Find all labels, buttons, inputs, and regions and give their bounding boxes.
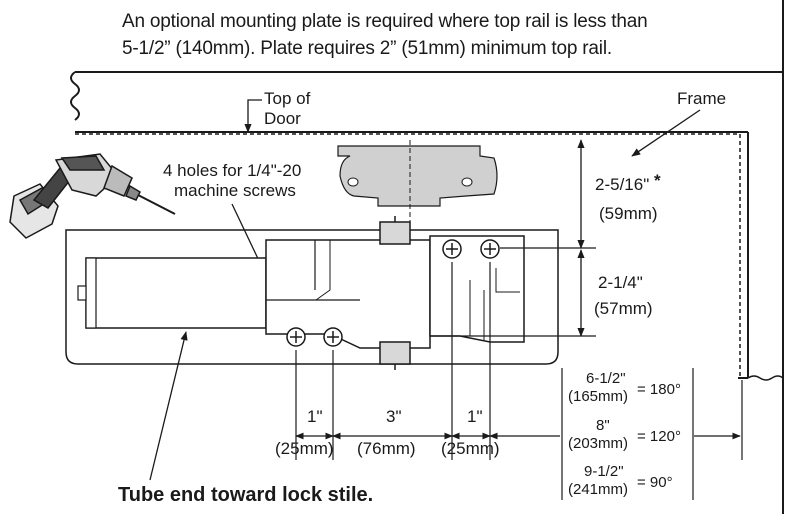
angle-1-deg: = 180°	[637, 381, 681, 398]
caption-leader	[149, 331, 188, 481]
instruction-line-2: 5-1/2” (140mm). Plate requires 2” (51mm)…	[122, 38, 612, 59]
dim-h1-mm: (25mm)	[275, 439, 334, 458]
dim-h2-mm: (76mm)	[357, 439, 416, 458]
frame-callout: Frame	[631, 89, 726, 157]
dim-bottom-label-mm: (57mm)	[594, 299, 653, 318]
frame-label: Frame	[677, 89, 726, 108]
top-of-door-label-2: Door	[264, 109, 301, 128]
caption-tube-end: Tube end toward lock stile.	[118, 484, 374, 506]
horizontal-dimension-lines	[295, 262, 743, 500]
top-of-door-callout: Top of Door	[244, 89, 311, 133]
dim-h3-mm: (25mm)	[441, 439, 500, 458]
screw-bottom-left	[286, 327, 306, 347]
dimension-vertical-top	[500, 139, 596, 249]
screw-top-right	[480, 239, 500, 259]
dim-h3-inch: 1"	[467, 407, 483, 426]
door-frame	[75, 132, 784, 381]
instruction-text: An optional mounting plate is required w…	[122, 8, 682, 62]
closer-body	[265, 216, 525, 370]
top-of-door-label-1: Top of	[264, 89, 311, 108]
dim-top-asterisk: *	[654, 171, 661, 190]
angle-3-mm: (241mm)	[568, 481, 628, 498]
mounting-plate-icon	[337, 140, 498, 240]
screw-top-left	[442, 239, 462, 259]
holes-label-1: 4 holes for 1/4"-20	[163, 161, 301, 180]
closer-outline	[65, 229, 559, 365]
instruction-line-1: An optional mounting plate is required w…	[122, 11, 648, 32]
dim-top-label-mm: (59mm)	[599, 204, 658, 223]
dim-bottom-label-inch: 2-1/4"	[598, 273, 643, 292]
closer-tube	[77, 257, 267, 329]
dim-h1-inch: 1"	[307, 407, 323, 426]
angle-1-mm: (165mm)	[568, 388, 628, 405]
holes-callout: 4 holes for 1/4"-20 machine screws	[163, 161, 301, 327]
angle-2-deg: = 120°	[637, 428, 681, 445]
holes-label-2: machine screws	[174, 181, 296, 200]
angle-1-inch: 6-1/2"	[586, 370, 626, 387]
angle-2-inch: 8"	[596, 417, 610, 434]
dimension-vertical-bottom	[430, 249, 596, 337]
screw-bottom-right	[323, 327, 343, 347]
door-rail	[70, 71, 783, 133]
dim-h2-inch: 3"	[386, 407, 402, 426]
angle-3-deg: = 90°	[637, 474, 673, 491]
angle-table: 6-1/2" (165mm) = 180° 8" (203mm) = 120° …	[568, 370, 681, 498]
angle-3-inch: 9-1/2"	[584, 463, 624, 480]
screw-icon	[286, 239, 500, 347]
angle-2-mm: (203mm)	[568, 435, 628, 452]
dim-top-label-inch: 2-5/16"	[595, 175, 649, 194]
drill-icon	[9, 153, 176, 239]
